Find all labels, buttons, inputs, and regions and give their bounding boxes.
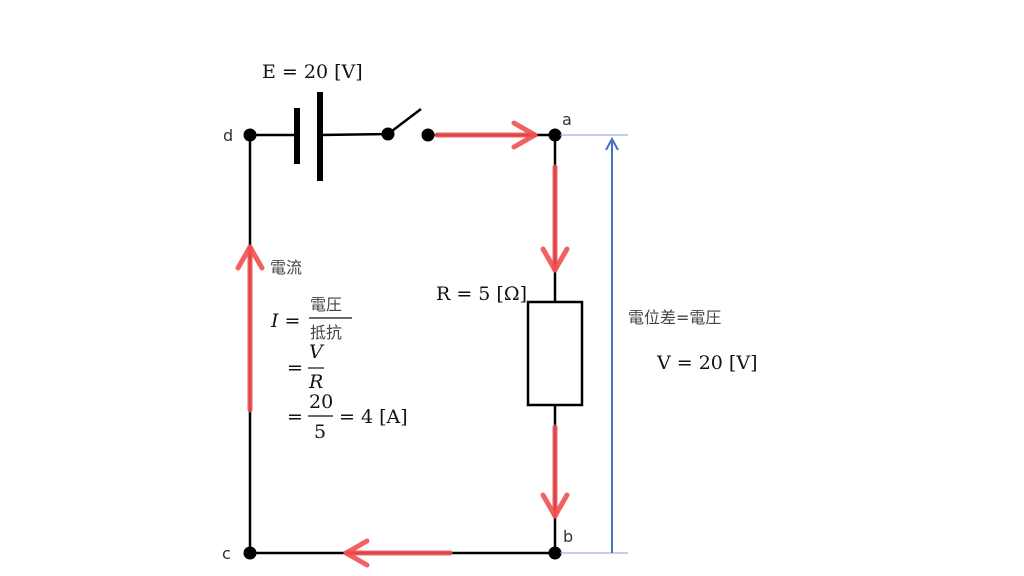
potential-difference-label: 電位差=電圧 <box>628 308 721 327</box>
formula-eq3: = <box>287 406 303 428</box>
switch-contact-right <box>421 128 435 142</box>
current-arrow-top <box>434 120 538 150</box>
node-a-dot <box>548 128 562 142</box>
node-b-dot <box>548 546 562 560</box>
formula-frac1-numerator: 電圧 <box>310 295 342 314</box>
voltage-arrow <box>605 136 619 553</box>
node-d-dot <box>243 128 257 142</box>
current-label: 電流 <box>270 258 302 277</box>
formula-frac1-denominator: 抵抗 <box>310 323 342 342</box>
battery-short-plate <box>294 108 300 164</box>
battery-label: E = 20 [V] <box>262 61 363 83</box>
formula-frac3-denominator: 5 <box>314 421 326 443</box>
ohms-law-formula: I = 電圧 抵抗 = V R = 20 5 = 4 [A] <box>270 295 408 443</box>
switch-contact-left <box>381 127 395 141</box>
resistor <box>526 300 584 407</box>
node-c-label: c <box>222 544 231 563</box>
current-arrow-left <box>235 244 265 413</box>
formula-eq2: = <box>287 357 303 379</box>
node-d-label: d <box>223 126 233 145</box>
formula-frac3-numerator: 20 <box>309 391 333 413</box>
formula-frac2-numerator: V <box>309 341 325 363</box>
node-c-dot <box>243 546 257 560</box>
battery-long-plate <box>317 92 323 181</box>
node-b-label: b <box>563 527 573 546</box>
node-a-label: a <box>562 110 572 129</box>
current-arrow-right-lower <box>540 424 570 519</box>
current-arrow-bottom <box>343 538 453 568</box>
formula-frac2-denominator: R <box>308 371 323 393</box>
voltage-label: V = 20 [V] <box>656 352 757 374</box>
formula-result: = 4 [A] <box>339 406 408 428</box>
switch-lever <box>387 108 422 135</box>
wire-battery-switch <box>319 132 389 137</box>
resistor-label: R = 5 [Ω] <box>436 283 527 305</box>
formula-lhs: I = <box>270 310 300 332</box>
current-arrow-right-upper <box>540 164 570 273</box>
